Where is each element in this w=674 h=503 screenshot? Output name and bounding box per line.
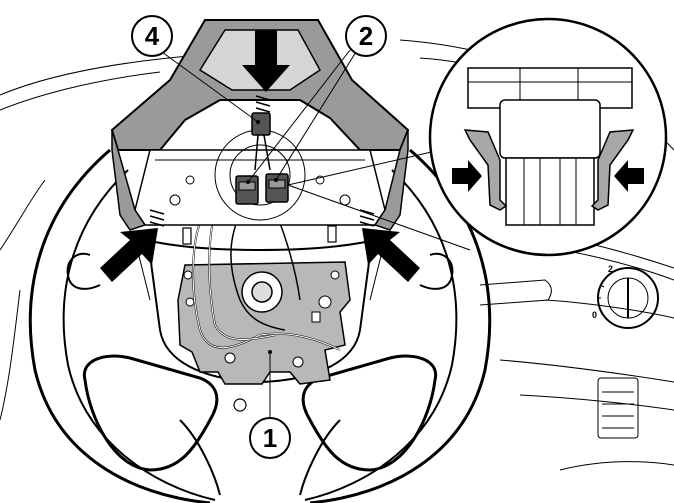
mounting-bracket	[149, 204, 374, 412]
arrow-down-icon	[242, 30, 290, 92]
arrow-up-left-icon	[362, 228, 420, 282]
connector-left	[235, 175, 259, 205]
callout-1-label: 1	[263, 423, 277, 453]
callout-2-label: 2	[359, 21, 373, 51]
callout-leaders	[161, 49, 357, 420]
connector-small	[251, 112, 271, 171]
detail-inset	[287, 17, 668, 257]
arrow-up-right-icon	[100, 228, 158, 282]
callout-1: 1	[249, 417, 291, 459]
dial-label-two: 2	[608, 264, 613, 274]
callout-4-label: 4	[145, 21, 160, 51]
spring-top	[255, 95, 271, 113]
heater-dial: 0 2	[592, 264, 659, 329]
dial-label-zero: 0	[592, 310, 597, 320]
callout-2: 2	[345, 15, 387, 57]
spring-left	[149, 209, 165, 227]
callout-4: 4	[131, 15, 173, 57]
connector-right	[265, 173, 289, 203]
spring-right	[359, 209, 375, 227]
lower-spokes	[82, 354, 438, 496]
